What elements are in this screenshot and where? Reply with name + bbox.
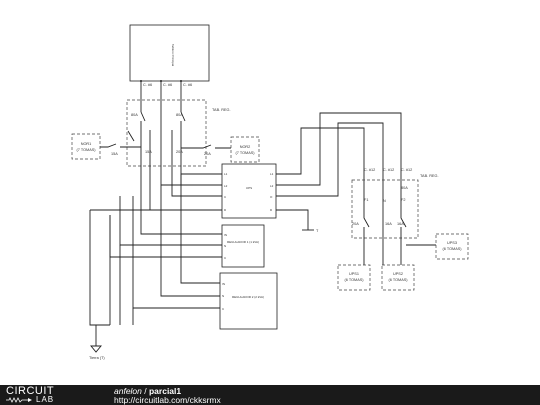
conductor-top-1: C. #6 [143,83,152,87]
breaker-right-1: 20A [352,222,359,226]
ups3-sub: (6 TOMAS) [442,247,462,251]
ups2-box [381,264,415,291]
ups3-box [435,233,469,260]
svg-text:IN: IN [222,282,225,286]
svg-text:F1: F1 [364,198,368,202]
ups1-box [337,264,371,291]
svg-text:D: D [270,208,273,212]
nor2-breaker: 20A [204,152,211,156]
svg-text:C: C [224,195,227,199]
ups2-title: UPS2 [393,272,403,276]
nor2-box [230,136,260,163]
conductor-right-3: C. #12 [401,168,412,172]
branch-breaker-1: 15A [145,150,152,154]
nor1-title: NOR1 [81,142,92,146]
svg-text:C: C [222,307,225,311]
svg-text:F2: F2 [401,198,405,202]
breaker-right-2: 16A [385,222,392,226]
ups1-title: UPS1 [349,272,359,276]
author-link[interactable]: anfelon [114,386,142,396]
main-panel-label: Tablero Principal [171,44,175,67]
ground-mark: T [316,229,319,233]
regulator-2-box [219,272,278,330]
conductor-right-1: C. #12 [364,168,375,172]
svg-text:N: N [383,199,386,203]
ups2-sub: (6 TOMAS) [388,278,408,282]
regulator-2-label: REGULADOR 2 (2 kVA) [232,295,264,299]
svg-text:N: N [222,294,224,298]
reg-panel-right [351,179,419,239]
svg-text:L1: L1 [270,172,274,176]
regulator-1-box [221,224,265,268]
logo-text-lab: LAB [36,395,55,404]
regulator-1-label: REGULADOR 1 (1 kVA) [227,240,259,244]
conductor-top-2: C. #6 [163,83,172,87]
main-breaker-right: 80A [401,186,408,190]
breaker-80a-left: 80A [131,113,138,117]
nor1-sub: (7 TOMAS) [76,148,96,152]
svg-text:N: N [224,244,226,248]
conductor-right-2: C. #12 [383,168,394,172]
svg-text:C: C [224,256,227,260]
branch-breaker-2: 20A [176,150,183,154]
reg-panel-top-label: TAB. REG. [212,108,231,112]
project-byline: anfelon / parcial1 [114,386,181,396]
breaker-right-3: 16A [397,222,404,226]
reg-panel-top [126,99,207,167]
ground-label: Tierra (T) [89,356,105,360]
svg-text:O: O [270,195,273,199]
project-url[interactable]: http://circuitlab.com/ckksrmx [114,395,221,405]
svg-text:IN: IN [224,233,227,237]
nor1-box [71,133,101,160]
nor1-breaker: 15A [111,152,118,156]
reg-panel-right-label: TAB. REG. [420,174,439,178]
conductor-top-3: C. #6 [183,83,192,87]
svg-text:D: D [224,208,227,212]
project-name[interactable]: parcial1 [148,386,182,396]
nor2-sub: (7 TOMAS) [235,151,255,155]
ups3-title: UPS3 [447,241,457,245]
svg-text:L2: L2 [270,184,274,188]
breaker-80a-right: 80A [176,113,183,117]
main-panel-box [129,24,210,82]
circuit-schematic: Tablero Principal C. #6 C. #6 C. #6 TAB.… [71,24,469,360]
ups-main-box [221,163,277,219]
ups1-sub: (6 TOMAS) [344,278,364,282]
waveform-icon [6,397,32,403]
ground-bus [89,209,150,346]
circuitlab-logo[interactable]: CIRCUIT LAB [6,386,68,404]
footer-bar: CIRCUIT LAB anfelon / parcial1 http://ci… [0,385,540,405]
logo-text-circuit: CIRCUIT [6,385,55,397]
ground-symbol [90,345,102,353]
svg-text:L1: L1 [224,172,228,176]
ups-main-label: UPS [246,186,252,190]
nor2-title: NOR2 [240,145,251,149]
byline-separator: / [141,386,149,396]
svg-text:L2: L2 [224,184,228,188]
